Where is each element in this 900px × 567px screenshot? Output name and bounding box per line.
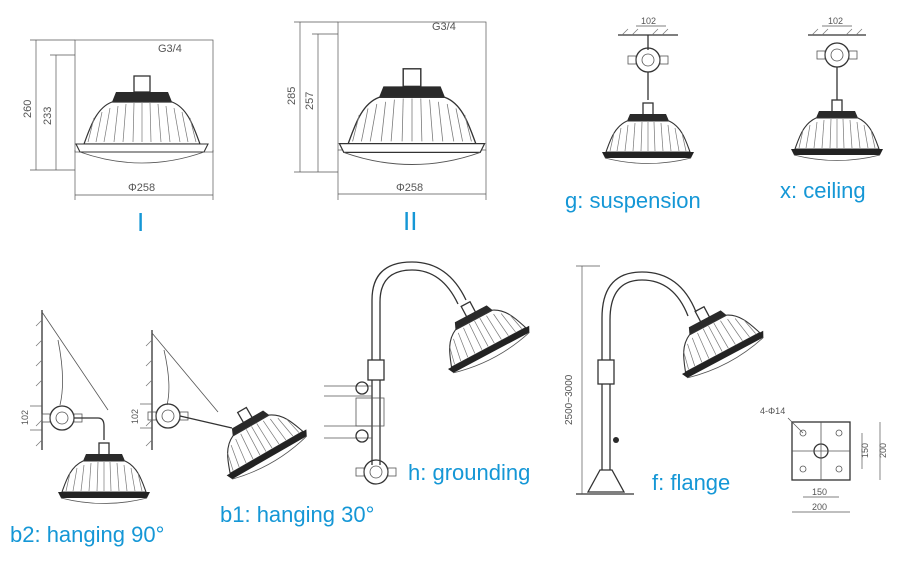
- view-x-drawing: 102: [790, 16, 884, 162]
- view-b2-dim: 102: [20, 410, 30, 425]
- view-II-height-total: 285: [286, 87, 298, 105]
- view-g-drawing: 102: [601, 16, 695, 165]
- caption-view-g: g: suspension: [565, 188, 701, 213]
- flange-inner-h: 150: [860, 443, 870, 458]
- view-I-thread: G3/4: [158, 43, 182, 55]
- flange-plate-drawing: 4-Φ14 150 200 150 200: [760, 406, 888, 513]
- caption-view-f: f: flange: [652, 470, 731, 495]
- caption-view-II: II: [403, 206, 418, 236]
- flange-outer-h: 200: [878, 443, 888, 458]
- view-I-height-body: 233: [42, 107, 54, 125]
- caption-view-b1: b1: hanging 30°: [220, 502, 375, 527]
- view-f-pole-height: 2500~3000: [564, 374, 575, 425]
- view-I-drawing: G3/4 260 233 Φ258: [22, 39, 214, 200]
- view-x-dim: 102: [828, 16, 843, 26]
- flange-outer-w: 200: [812, 502, 827, 512]
- view-b1-dim: 102: [130, 409, 140, 424]
- caption-view-h: h: grounding: [408, 460, 531, 485]
- view-f-drawing: 2500~3000: [564, 265, 770, 495]
- view-h-drawing: [324, 261, 536, 485]
- view-I-diameter: Φ258: [128, 182, 155, 194]
- view-II-drawing: G3/4 285 257 Φ258: [286, 21, 487, 200]
- caption-view-x: x: ceiling: [780, 178, 866, 203]
- caption-view-I: I: [137, 207, 145, 237]
- view-II-thread: G3/4: [432, 21, 456, 33]
- flange-inner-w: 150: [812, 487, 827, 497]
- view-g-dim: 102: [641, 16, 656, 26]
- caption-view-b2: b2: hanging 90°: [10, 522, 165, 547]
- view-I-height-total: 260: [22, 100, 34, 118]
- view-b1-drawing: 102: [130, 330, 313, 487]
- view-II-height-body: 257: [304, 92, 316, 110]
- flange-holes-dim: 4-Φ14: [760, 406, 785, 416]
- view-b2-drawing: 102: [20, 310, 151, 505]
- view-II-diameter: Φ258: [396, 182, 423, 194]
